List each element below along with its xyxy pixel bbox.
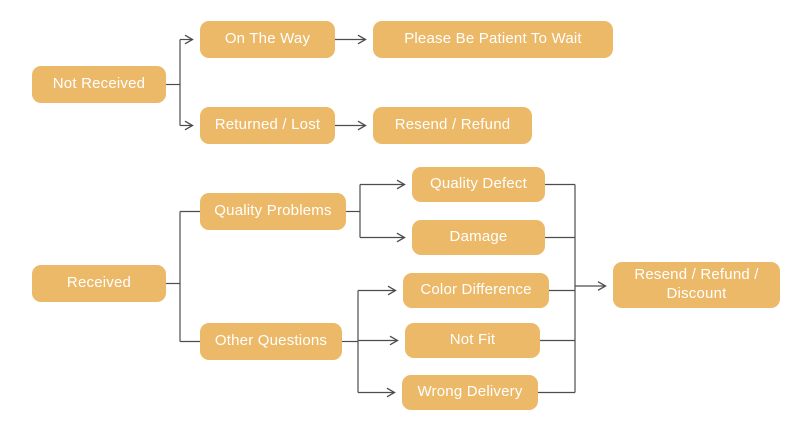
node-quality-defect: Quality Defect — [412, 167, 545, 202]
node-other-questions: Other Questions — [200, 323, 342, 360]
node-wrong-delivery: Wrong Delivery — [402, 375, 538, 410]
node-color-difference: Color Difference — [403, 273, 549, 308]
node-on-the-way: On The Way — [200, 21, 335, 58]
node-resend-refund-discount: Resend / Refund / Discount — [613, 262, 780, 308]
node-not-fit: Not Fit — [405, 323, 540, 358]
node-returned-lost: Returned / Lost — [200, 107, 335, 144]
node-quality-problems: Quality Problems — [200, 193, 346, 230]
node-please-be-patient-to-wait: Please Be Patient To Wait — [373, 21, 613, 58]
node-resend-refund: Resend / Refund — [373, 107, 532, 144]
node-damage: Damage — [412, 220, 545, 255]
node-received: Received — [32, 265, 166, 302]
node-not-received: Not Received — [32, 66, 166, 103]
